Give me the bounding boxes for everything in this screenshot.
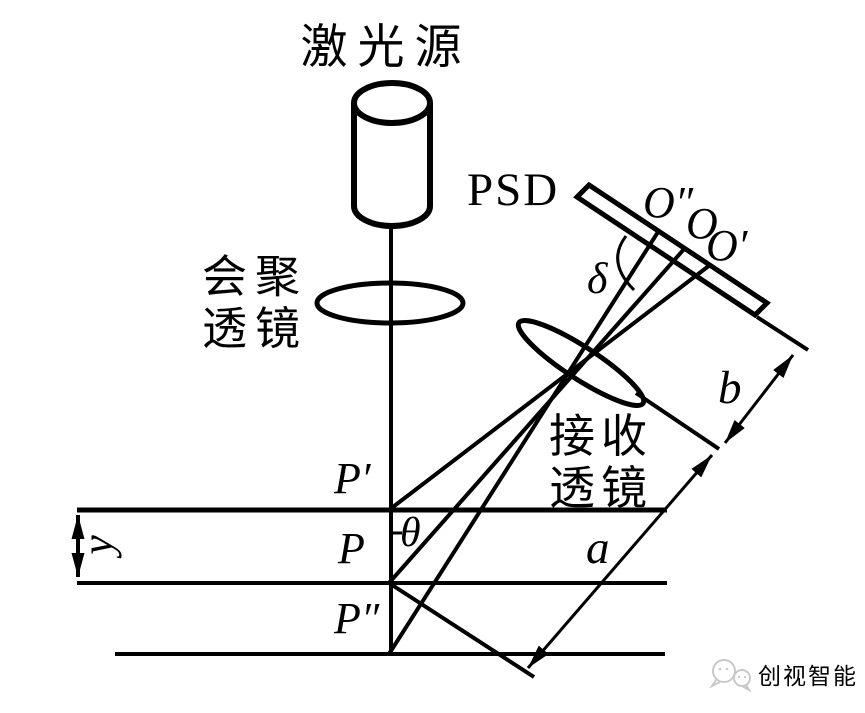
watermark-text: 创视智能	[758, 663, 858, 689]
psd-plane-extension-line	[755, 315, 810, 352]
receiver-lens-ellipse	[515, 318, 647, 408]
dim-a-label: a	[586, 522, 610, 574]
watermark: 创视智能	[709, 659, 858, 693]
point-o-double-prime-label: O″	[643, 178, 694, 227]
point-o-prime-label: O′	[706, 221, 749, 270]
condenser-lens-label: 会聚 透镜	[202, 252, 308, 354]
receiver-lens-label: 接收 透镜	[549, 411, 653, 514]
condenser-lens-label-line1: 会聚	[202, 252, 308, 302]
condenser-lens-ellipse	[314, 280, 466, 326]
laser-cylinder	[351, 80, 433, 229]
ray-from-p-prime	[387, 263, 712, 512]
condenser-lens-label-line2: 透镜	[202, 304, 308, 354]
point-p-label: P	[337, 524, 365, 573]
theta-angle-label: θ	[400, 510, 421, 556]
delta-angle-label: δ	[587, 254, 609, 303]
psd-label: PSD	[467, 164, 559, 216]
point-p-prime-label: P′	[333, 454, 372, 503]
wechat-bubbles-icon	[709, 659, 752, 693]
delta-angle-arc	[616, 235, 636, 292]
receiver-lens-label-line1: 接收	[549, 411, 653, 462]
lens-plane-extension-line	[634, 391, 721, 451]
surface-point-extension-line	[387, 581, 536, 679]
point-o-label: O	[686, 199, 718, 248]
point-p-double-prime-label: P″	[333, 594, 380, 643]
dim-b-line	[723, 354, 795, 444]
dim-b-label: b	[718, 362, 742, 414]
dim-a-line	[526, 454, 714, 669]
receiver-lens-label-line2: 透镜	[549, 463, 653, 514]
dim-y-label: y	[73, 535, 122, 559]
laser-source-label: 激光源	[301, 22, 472, 74]
psd-bar	[573, 181, 771, 319]
ray-from-p	[387, 246, 687, 585]
